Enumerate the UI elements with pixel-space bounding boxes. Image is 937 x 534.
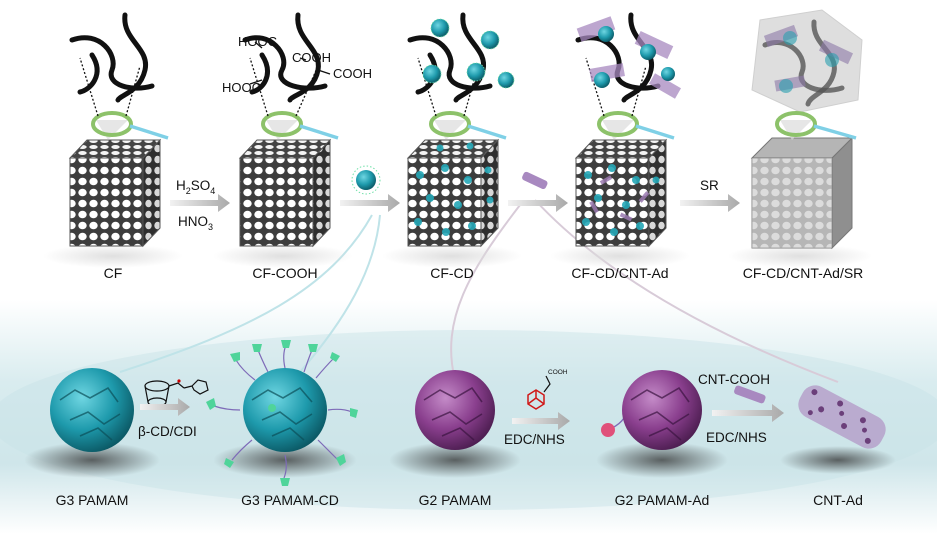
arrow-step4 <box>680 194 740 212</box>
label-cf-cooh: CF-COOH <box>252 265 317 281</box>
zoom-cf-cooh <box>242 12 339 140</box>
zoom-cf-cd-cnt-ad-sr <box>751 9 863 140</box>
cooh-label-4: HOOC <box>222 80 261 95</box>
cube-cf-cd-cnt-ad <box>550 138 690 268</box>
zoom-cf <box>69 12 169 140</box>
label-g2-pamam: G2 PAMAM <box>419 492 492 508</box>
zoom-cf-cd-cnt-ad <box>575 12 681 140</box>
step1-reagent-h2so4: H2SO4 <box>176 178 215 196</box>
connector-g3cd-to-cd <box>299 214 381 373</box>
adamantane-acid-molecule-icon: COOH <box>527 369 568 410</box>
cnt-ad-tube <box>798 385 886 449</box>
cnt-cooh-icon <box>734 385 766 404</box>
cooh-label-3: COOH <box>333 66 372 81</box>
label-cnt-ad: CNT-Ad <box>813 492 863 508</box>
cube-cf-cd <box>382 138 522 268</box>
step-cd-reagent: β-CD/CDI <box>138 424 197 439</box>
bottom-arrows <box>140 398 784 430</box>
g2-pamam-ad-sphere <box>601 370 702 450</box>
cooh-label-1: HOOC <box>238 34 277 49</box>
cd-sphere-reagent-icon <box>351 165 381 195</box>
cnt-reagent-icon <box>522 171 548 190</box>
cube-cf-cd-cnt-ad-sr <box>728 136 872 268</box>
g3-pamam-sphere <box>50 368 134 452</box>
adamantane-acid-label: COOH <box>548 369 568 376</box>
label-g3-pamam: G3 PAMAM <box>56 492 129 508</box>
g3-pamam-cd-sphere <box>206 340 358 486</box>
connector-curves <box>119 199 839 383</box>
arrow-step3 <box>508 194 568 212</box>
arrow-ad-step <box>512 412 570 430</box>
step1-reagent-hno3: HNO3 <box>178 214 213 232</box>
top-arrows <box>170 194 740 212</box>
connector-cnt-to-cnt <box>534 199 839 383</box>
step-ad-reagent: EDC/NHS <box>504 432 565 447</box>
cube-cf-cooh <box>213 138 353 268</box>
label-cf: CF <box>104 265 123 281</box>
arrow-cnt-step <box>712 404 784 422</box>
label-g3-pamam-cd: G3 PAMAM-CD <box>241 492 339 508</box>
step-cnt-reagent: CNT-COOH <box>698 372 770 387</box>
arrow-step1 <box>170 194 230 212</box>
zoom-cf-cd <box>407 12 515 140</box>
cooh-label-2: COOH <box>292 50 331 65</box>
step4-reagent: SR <box>700 178 719 193</box>
label-cf-cd-cnt-ad-sr: CF-CD/CNT-Ad/SR <box>743 265 864 281</box>
label-cf-cd: CF-CD <box>430 265 474 281</box>
arrow-step2 <box>340 194 400 212</box>
label-g2-pamam-ad: G2 PAMAM-Ad <box>615 492 710 508</box>
sphere-shadows <box>24 442 896 478</box>
connector-g3-to-cd <box>119 214 373 373</box>
arrow-cd-step <box>140 398 190 416</box>
connector-g2-to-cnt <box>450 204 521 381</box>
cube-cf <box>43 138 183 268</box>
g2-pamam-sphere <box>415 370 495 450</box>
label-cf-cd-cnt-ad: CF-CD/CNT-Ad <box>571 265 668 281</box>
step-cnt-coupling: EDC/NHS <box>706 430 767 445</box>
